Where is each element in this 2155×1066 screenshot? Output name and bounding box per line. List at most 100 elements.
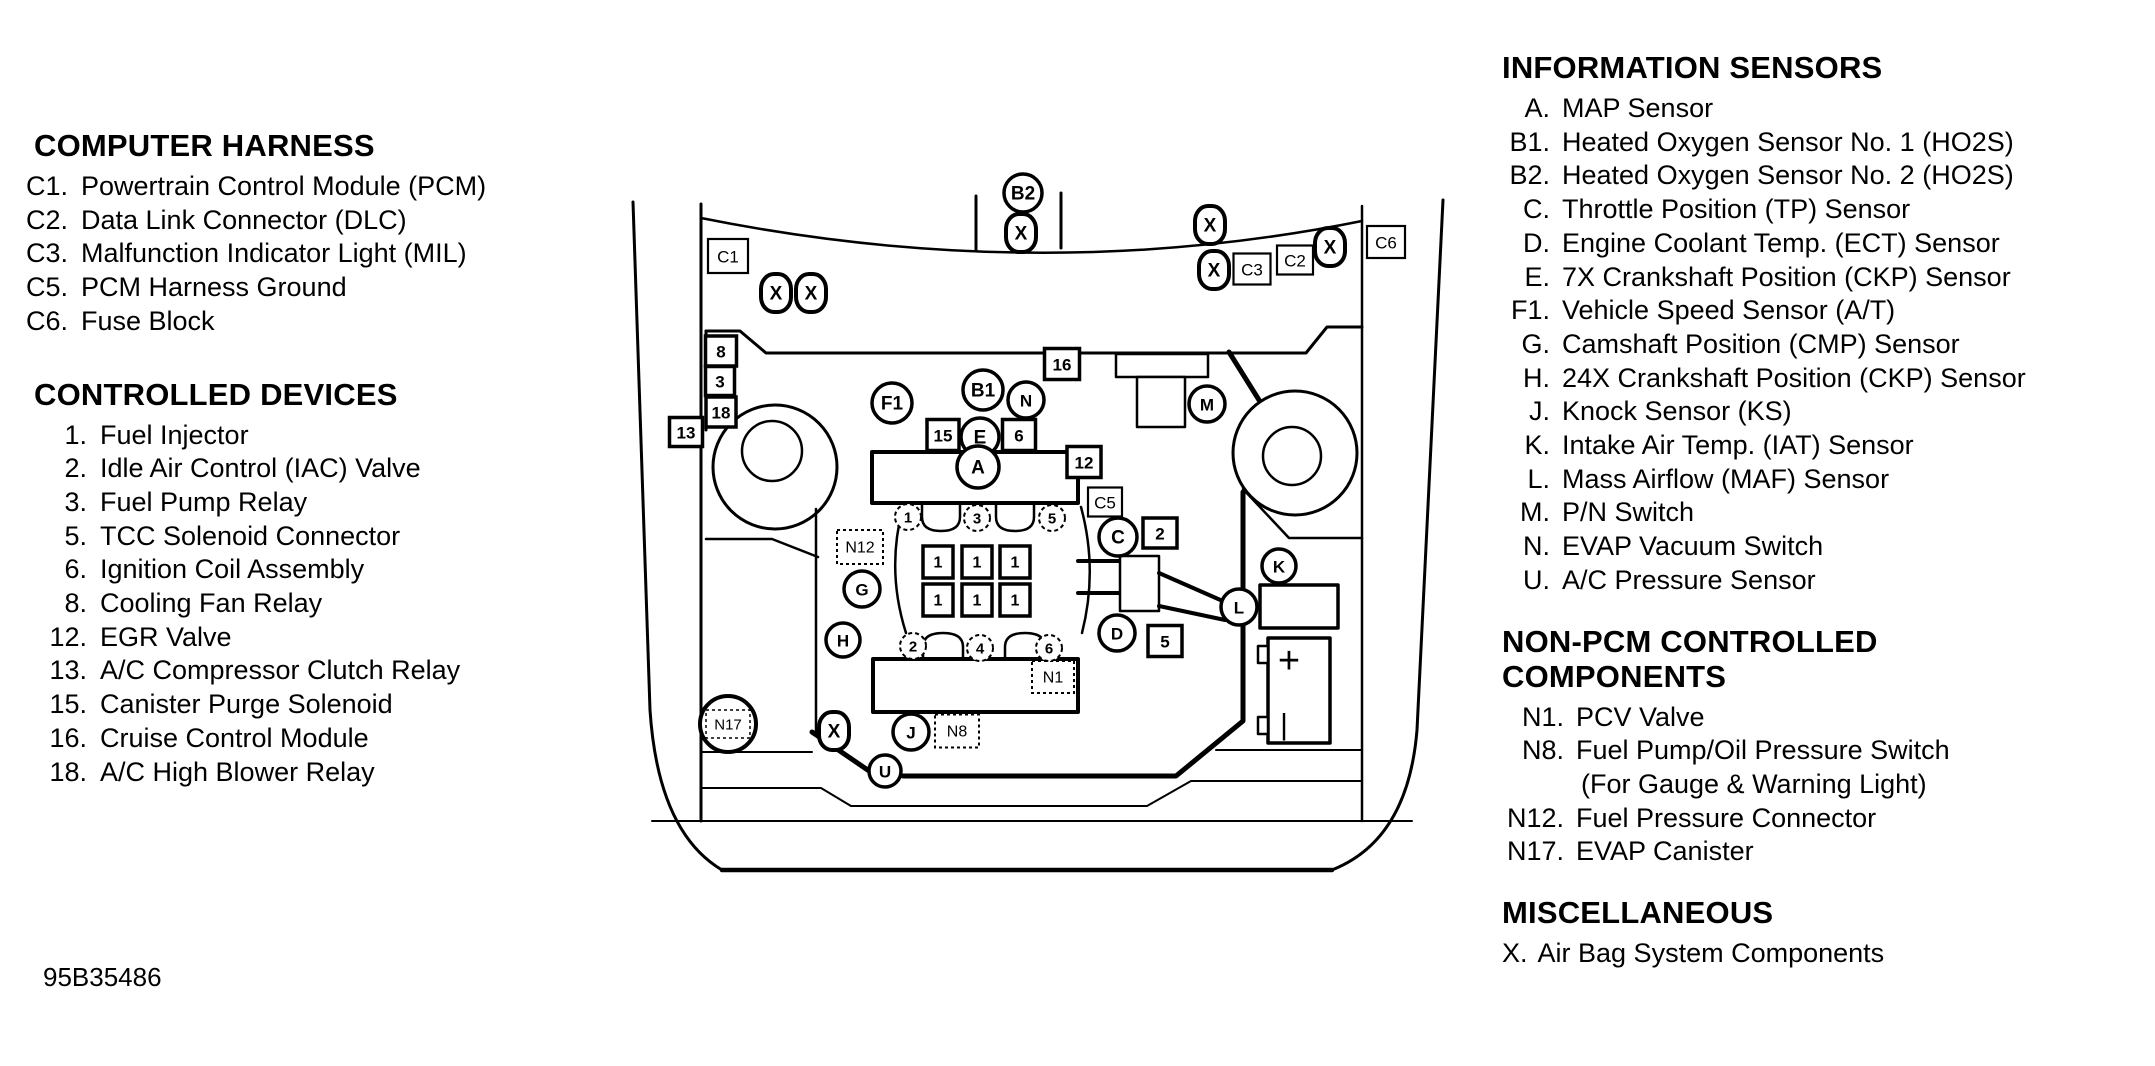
injector-arch-bottom-1 — [921, 631, 965, 662]
legend-item-label: Fuel Pump Relay — [100, 486, 308, 517]
legend-section-title: MISCELLANEOUS — [1502, 895, 1774, 931]
legend-item-number: C2. — [25, 204, 68, 235]
strut-tower-left-inner — [740, 419, 804, 483]
legend-item-label: (For Gauge & Warning Light) — [1581, 768, 1927, 799]
legend-item: 6.Ignition Coil Assembly — [23, 553, 603, 587]
legend-item-label: Intake Air Temp. (IAT) Sensor — [1562, 430, 1914, 461]
svg-text:16: 16 — [1053, 356, 1072, 375]
legend-item: N.EVAP Vacuum Switch — [1502, 530, 2152, 564]
legend-section-miscellaneous: MISCELLANEOUS X. Air Bag System Components — [1502, 895, 2152, 971]
marker-x: X — [1193, 204, 1227, 246]
legend-item-number: N17. — [1506, 836, 1564, 867]
svg-text:J: J — [906, 724, 915, 743]
svg-text:1: 1 — [934, 555, 943, 572]
marker-numbered-circle-4: 4 — [966, 634, 994, 662]
legend-item: 16.Cruise Control Module — [23, 722, 603, 756]
svg-text:1: 1 — [973, 555, 982, 572]
legend-item-label: Cooling Fan Relay — [100, 588, 323, 619]
svg-text:N8: N8 — [947, 724, 968, 741]
marker-circle-U: U — [867, 753, 903, 789]
svg-text:H: H — [837, 632, 849, 651]
marker-x: X — [1313, 226, 1347, 268]
legend-item-number: M. — [1520, 497, 1550, 528]
intake-duct-1 — [1157, 571, 1227, 604]
legend-item: E.7X Crankshaft Position (CKP) Sensor — [1502, 261, 2152, 295]
firewall-strut — [1226, 349, 1262, 403]
marker-circle-L: L — [1219, 587, 1259, 627]
legend-item: C2.Data Link Connector (DLC) — [23, 204, 603, 238]
legend-item-number: N8. — [1521, 735, 1564, 766]
svg-text:U: U — [879, 763, 891, 782]
vehicle-outline — [631, 191, 1445, 873]
legend-item-number: D. — [1523, 227, 1550, 258]
legend-item-label: Vehicle Speed Sensor (A/T) — [1562, 295, 1896, 326]
strut-tower-right-shelf — [1241, 487, 1364, 540]
cruise-module-upper — [1114, 352, 1210, 379]
legend-item-number: N12. — [1506, 802, 1564, 833]
battery — [1266, 636, 1332, 745]
legend-item-number: A. — [1524, 93, 1550, 123]
engine-side-curve-right — [1079, 505, 1091, 635]
figure-code: 95B35486 — [43, 962, 162, 992]
marker-circle-N: N — [1006, 380, 1046, 420]
legend-item-label: Heated Oxygen Sensor No. 1 (HO2S) — [1562, 126, 2014, 157]
marker-dotted-box-N8: N8 — [934, 713, 980, 749]
legend-item-label: A/C Pressure Sensor — [1562, 564, 1816, 595]
marker-circle-G: G — [842, 569, 882, 609]
legend-item-number: 8. — [64, 588, 87, 619]
marker-circle-J: J — [891, 712, 931, 752]
legend-item: 8. Cooling Fan Relay — [23, 587, 603, 621]
legend-item-label: Air Bag System Components — [1537, 938, 1885, 969]
svg-text:D: D — [1111, 625, 1123, 644]
marker-box-18: 18 — [704, 395, 738, 429]
svg-text:B1: B1 — [971, 381, 996, 402]
legend-item-number: F1. — [1510, 295, 1550, 326]
legend-item-number: 2. — [64, 453, 87, 484]
legend-item-label: Camshaft Position (CMP) Sensor — [1562, 328, 1960, 359]
marker-dotted-box-N1: N1 — [1031, 660, 1075, 694]
marker-circle-A: A — [955, 444, 1001, 490]
marker-battery-terminals: +| — [1278, 640, 1300, 742]
marker-evap-canister-N17: N17 — [698, 694, 758, 754]
legend-item: M.P/N Switch — [1502, 496, 2152, 530]
svg-text:1: 1 — [1011, 593, 1020, 610]
svg-text:X: X — [1204, 216, 1217, 237]
legend-item-label: Fuel Pump/Oil Pressure Switch — [1576, 735, 1950, 766]
legend-item-number: X. — [1502, 938, 1528, 969]
legend-item: J.Knock Sensor (KS) — [1502, 395, 2152, 429]
svg-text:X: X — [1208, 261, 1221, 282]
rad-support-lower — [700, 780, 1363, 807]
legend-section-title: CONTROLLED DEVICES — [34, 376, 398, 412]
svg-text:N1: N1 — [1043, 670, 1064, 687]
legend-item-number: 18. — [49, 756, 87, 787]
legend-item-number: E. — [1524, 261, 1550, 292]
legend-section-title: INFORMATION SENSORS — [1502, 50, 1883, 85]
legend-item-number: U. — [1523, 564, 1550, 595]
legend-item-number: L. — [1527, 463, 1550, 494]
svg-text:C1: C1 — [717, 248, 739, 267]
legend-item-number: 12. — [49, 621, 87, 652]
legend-item-label: MAP Sensor — [1562, 93, 1714, 123]
legend-item-label: Fuel Pressure Connector — [1576, 802, 1877, 833]
svg-text:L: L — [1234, 599, 1244, 618]
marker-numbered-circle-5: 5 — [1038, 504, 1066, 532]
marker-box-C6: C6 — [1365, 224, 1407, 260]
marker-circle-F1: F1 — [870, 381, 914, 425]
legend-item-label: A/C Compressor Clutch Relay — [100, 655, 461, 686]
legend-item-label: Mass Airflow (MAF) Sensor — [1562, 463, 1890, 494]
svg-text:12: 12 — [1075, 454, 1094, 473]
battery-tab-top — [1256, 644, 1270, 665]
svg-text:N12: N12 — [845, 540, 874, 557]
marker-x: X — [817, 710, 851, 752]
svg-text:X: X — [770, 284, 783, 305]
legend-item: D.Engine Coolant Temp. (ECT) Sensor — [1502, 227, 2152, 261]
legend-item-number: B1. — [1509, 126, 1550, 157]
injector-arch-top-1 — [920, 502, 962, 533]
legend-item-number: C3. — [25, 238, 68, 269]
legend-item-label: Fuse Block — [81, 305, 215, 336]
legend-item: B2.Heated Oxygen Sensor No. 2 (HO2S) — [1502, 159, 2152, 193]
marker-numbered-circle-3: 3 — [963, 504, 991, 532]
